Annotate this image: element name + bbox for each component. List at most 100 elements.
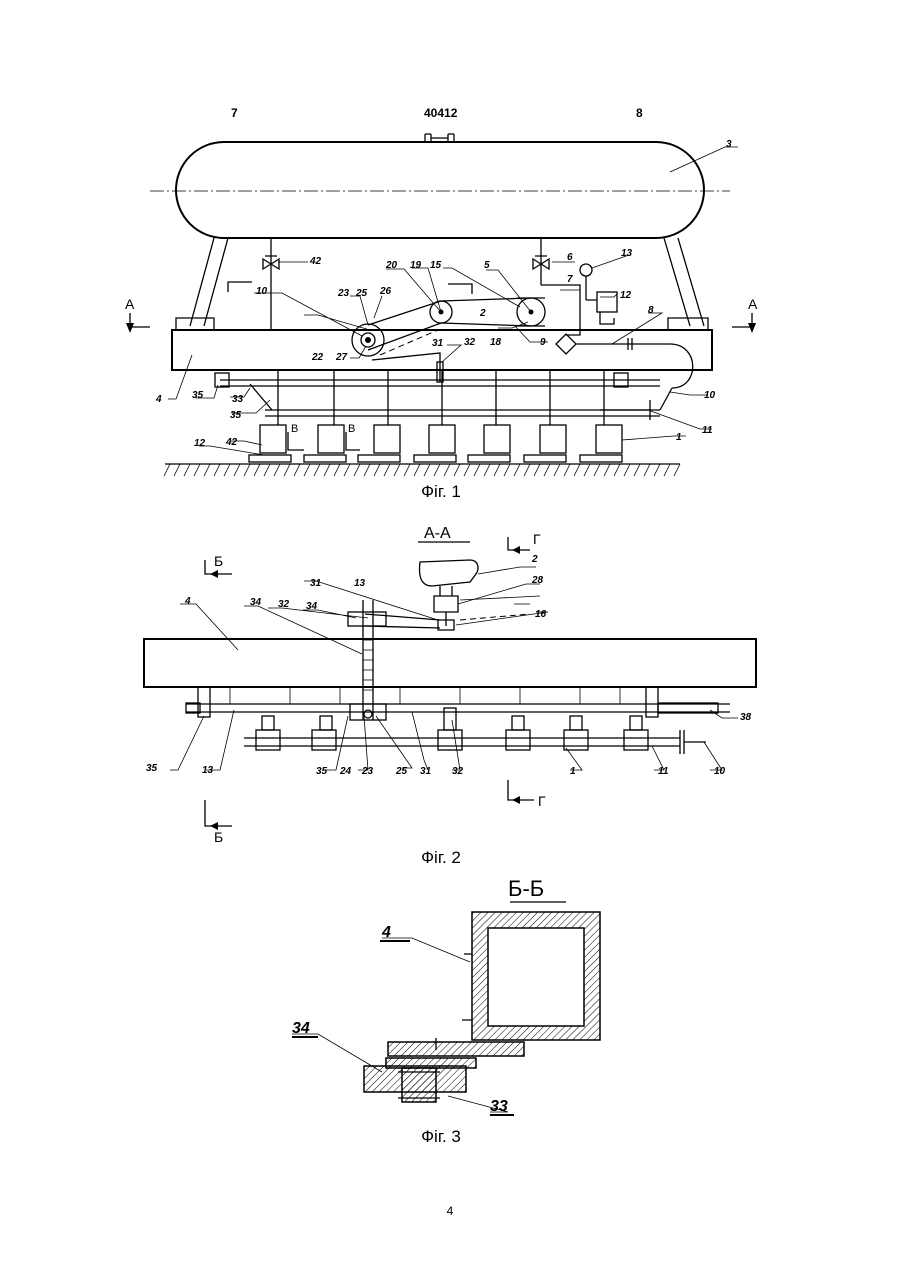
fig1-label-24: 25: [355, 288, 368, 299]
support-bracket-left: [176, 318, 214, 330]
fig1-label-13: 12: [194, 438, 206, 449]
fig1-label-39: 42: [225, 437, 238, 448]
shaft-16: [438, 612, 454, 630]
fig1-label-18: 15: [430, 260, 442, 271]
fig2-label-23: 34: [250, 597, 262, 608]
section-g-bottom-mark: [508, 780, 534, 800]
fig1-label-25: 26: [379, 286, 392, 297]
fig2-label-22: 34: [306, 601, 318, 612]
figure-3: Б-Б 4 34 33: [292, 876, 600, 1115]
section-b-bottom-mark: [205, 800, 232, 826]
fig2-section-title: А-А: [424, 525, 451, 542]
fig2-label-38: 38: [740, 712, 752, 723]
fig1-section-a-right: А: [748, 296, 758, 312]
fig2-label-34: 35: [146, 763, 158, 774]
fig1-label-4: 4: [155, 394, 162, 405]
figure-1: 3 42 6 13 12 20 19 15 5 7 2 8 9 18 10 23…: [125, 134, 758, 476]
pipe-10: [660, 388, 672, 410]
fig2-label-19: 28: [531, 575, 544, 586]
fig1-label-32: 32: [464, 337, 476, 348]
rod-11: [600, 400, 650, 420]
fig1-view-b-1: В: [291, 423, 298, 435]
fig1-label-19: 18: [490, 337, 502, 348]
figure-2: А-А Г Г Б Б: [144, 525, 756, 845]
frame-section-4: [472, 912, 600, 1040]
fig3-label-33: 33: [490, 1098, 508, 1115]
fig1-section-a-left: А: [125, 296, 135, 312]
fig3-section-title: Б-Б: [508, 876, 544, 901]
fig1-label-27: 23: [337, 288, 350, 299]
corner-right: [448, 284, 472, 294]
fig2-section-b-top: Б: [214, 553, 223, 569]
fig1-label-10: 10: [704, 390, 716, 401]
fig2-label-4: 4: [184, 596, 191, 607]
block-33: [402, 1068, 436, 1102]
fig2-section-g-bottom: Г: [538, 793, 546, 809]
fig2-label-35: 35: [316, 766, 328, 777]
tank-support-left: [190, 238, 228, 326]
fig1-label-2: 2: [479, 308, 486, 319]
fig1-label-8: 8: [648, 305, 654, 316]
uprights-fig2: [186, 687, 718, 750]
fig2-label-2: 2: [531, 554, 538, 565]
device-14: [597, 292, 617, 312]
fig2-label-31: 31: [420, 766, 432, 777]
ground-hatch: [164, 464, 680, 476]
fig2-section-b-bottom: Б: [214, 829, 223, 845]
gauge-15: [580, 264, 592, 276]
link-35: [250, 384, 272, 410]
fig1-label-15: 13: [621, 248, 633, 259]
fig1-label-9: 9: [540, 337, 546, 348]
belt-lower: [368, 323, 531, 350]
figure-3-caption: Фіг. 3: [391, 1127, 491, 1147]
page-number: 4: [0, 1204, 900, 1218]
fig2-label-21: 32: [278, 599, 290, 610]
fig3-label-4: 4: [381, 924, 391, 941]
frame-beam: [172, 330, 712, 370]
fig1-label-35: 35: [230, 410, 242, 421]
compressor-2: [420, 560, 479, 586]
fig1-label-5: 5: [484, 260, 490, 271]
fig1-label-3: 3: [726, 139, 732, 150]
tank: [176, 142, 704, 238]
belt-upper: [368, 298, 531, 325]
fig1-label-33: 33: [232, 394, 244, 405]
pipe-7: [541, 285, 580, 335]
fig1-label-42: 42: [309, 256, 322, 267]
fig1-view-b-2: В: [348, 423, 355, 435]
fig1-label-7: 7: [567, 274, 573, 285]
filter-9: [556, 334, 576, 354]
fig2-label-32: 32: [452, 766, 464, 777]
fig1-label-23: 22: [311, 352, 324, 363]
pipe-8: [576, 344, 693, 388]
figure-2-caption: Фіг. 2: [391, 848, 491, 868]
fig2-label-24: 23: [361, 766, 374, 777]
figure-1-caption: Фіг. 1: [391, 482, 491, 502]
fig1-label-26: 27: [335, 352, 348, 363]
fig2-label-11: 11: [658, 766, 669, 777]
fig1-label-34: 35: [192, 390, 204, 401]
fig2-section-g-top: Г: [533, 531, 541, 547]
fig1-label-20: 19: [410, 260, 422, 271]
fig2-label-1: 1: [570, 766, 576, 777]
tank-support-right: [664, 238, 704, 326]
fig1-label-31: 31: [432, 338, 444, 349]
fig2-label-25: 25: [395, 766, 408, 777]
fig2-label-28: 24: [339, 766, 352, 777]
fig2-label-20: 31: [310, 578, 322, 589]
fig2-label-16: 16: [535, 609, 547, 620]
lever-31: [372, 353, 440, 382]
fig1-label-12: 10: [256, 286, 268, 297]
tank-top-fitting: [425, 134, 454, 142]
bracket-plate: [388, 1042, 524, 1056]
frame-beam-fig2: [144, 639, 756, 687]
fig1-label-22: 20: [385, 260, 398, 271]
corner-left: [228, 282, 252, 292]
fig1-label-1: 1: [676, 432, 682, 443]
fig3-label-34: 34: [292, 1020, 310, 1037]
section-a-left-arrow: [126, 323, 134, 333]
fig1-label-6: 6: [567, 252, 573, 263]
fig1-label-14: 12: [620, 290, 632, 301]
fig2-label-17: 13: [354, 578, 366, 589]
